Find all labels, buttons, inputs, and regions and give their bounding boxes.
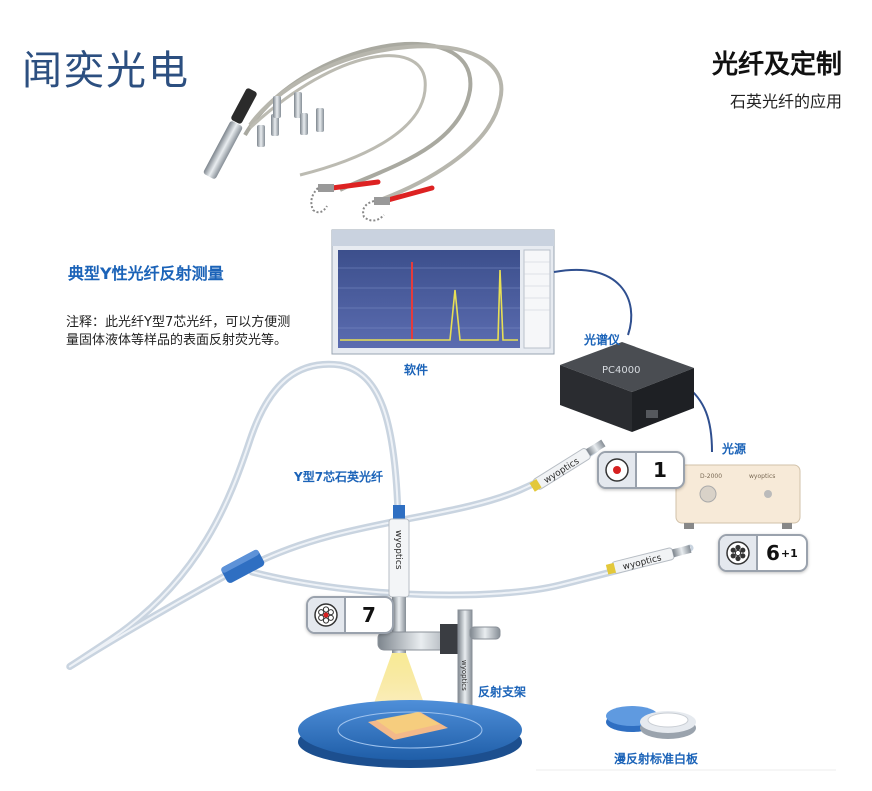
reflection-probe: wyoptics [388, 505, 410, 653]
label-stand: 反射支架 [478, 685, 527, 699]
source-brand: wyoptics [749, 473, 775, 480]
light-source-box: D-2000 wyoptics [675, 464, 801, 529]
label-fiber: Y型7芯石英光纤 [294, 470, 384, 484]
ferrule-adapters [257, 92, 324, 147]
probe-handle [203, 88, 257, 179]
label-light-source: 光源 [722, 442, 747, 456]
software-screenshot [331, 229, 555, 355]
badge-source-core-count: 6 [766, 541, 780, 565]
spectrometer-model: PC4000 [602, 365, 640, 376]
sample-table [298, 700, 522, 768]
spectrometer-box: PC4000 [560, 342, 694, 432]
page-subtitle: 石英光纤的应用 [729, 92, 842, 111]
reflection-stand: wyoptics [377, 609, 501, 715]
badge-probe-value: 7 [362, 603, 376, 627]
badge-source-fiber: 6+1 [718, 534, 808, 572]
badge-source-value: 6+1 [758, 536, 806, 570]
badge-source-extra: +1 [780, 546, 798, 560]
page-title: 光纤及定制 [711, 50, 842, 80]
probe-brand: wyoptics [393, 530, 403, 570]
fiber-product-photo [203, 41, 504, 222]
six-core-ring-icon [720, 536, 758, 570]
usb-cable [553, 268, 633, 336]
source-model: D-2000 [700, 473, 722, 480]
section-heading: 典型Y性光纤反射测量 [68, 264, 224, 283]
brand-logo-text: 闻奕光电 [22, 48, 190, 94]
y-splitter [221, 549, 265, 583]
red-sma-connectors [310, 179, 435, 222]
badge-spectrometer-fiber: 1 [597, 451, 685, 489]
spectrometer-connector: wyoptics [529, 439, 606, 492]
label-white-board: 漫反射标准白板 [614, 752, 699, 766]
badge-spectrometer-value: 1 [653, 458, 667, 482]
label-spectrometer: 光谱仪 [584, 333, 621, 347]
description-note: 注释：此光纤Y型7芯光纤，可以方便测量固体液体等样品的表面反射荧光等。 [66, 315, 291, 348]
white-reference-board [606, 706, 696, 739]
source-connector: wyoptics [605, 544, 692, 575]
label-software: 软件 [404, 363, 429, 377]
single-core-icon [599, 453, 637, 487]
badge-probe: 7 [306, 596, 394, 634]
seven-core-icon [308, 598, 346, 632]
stand-brand: wyoptics [460, 660, 468, 691]
